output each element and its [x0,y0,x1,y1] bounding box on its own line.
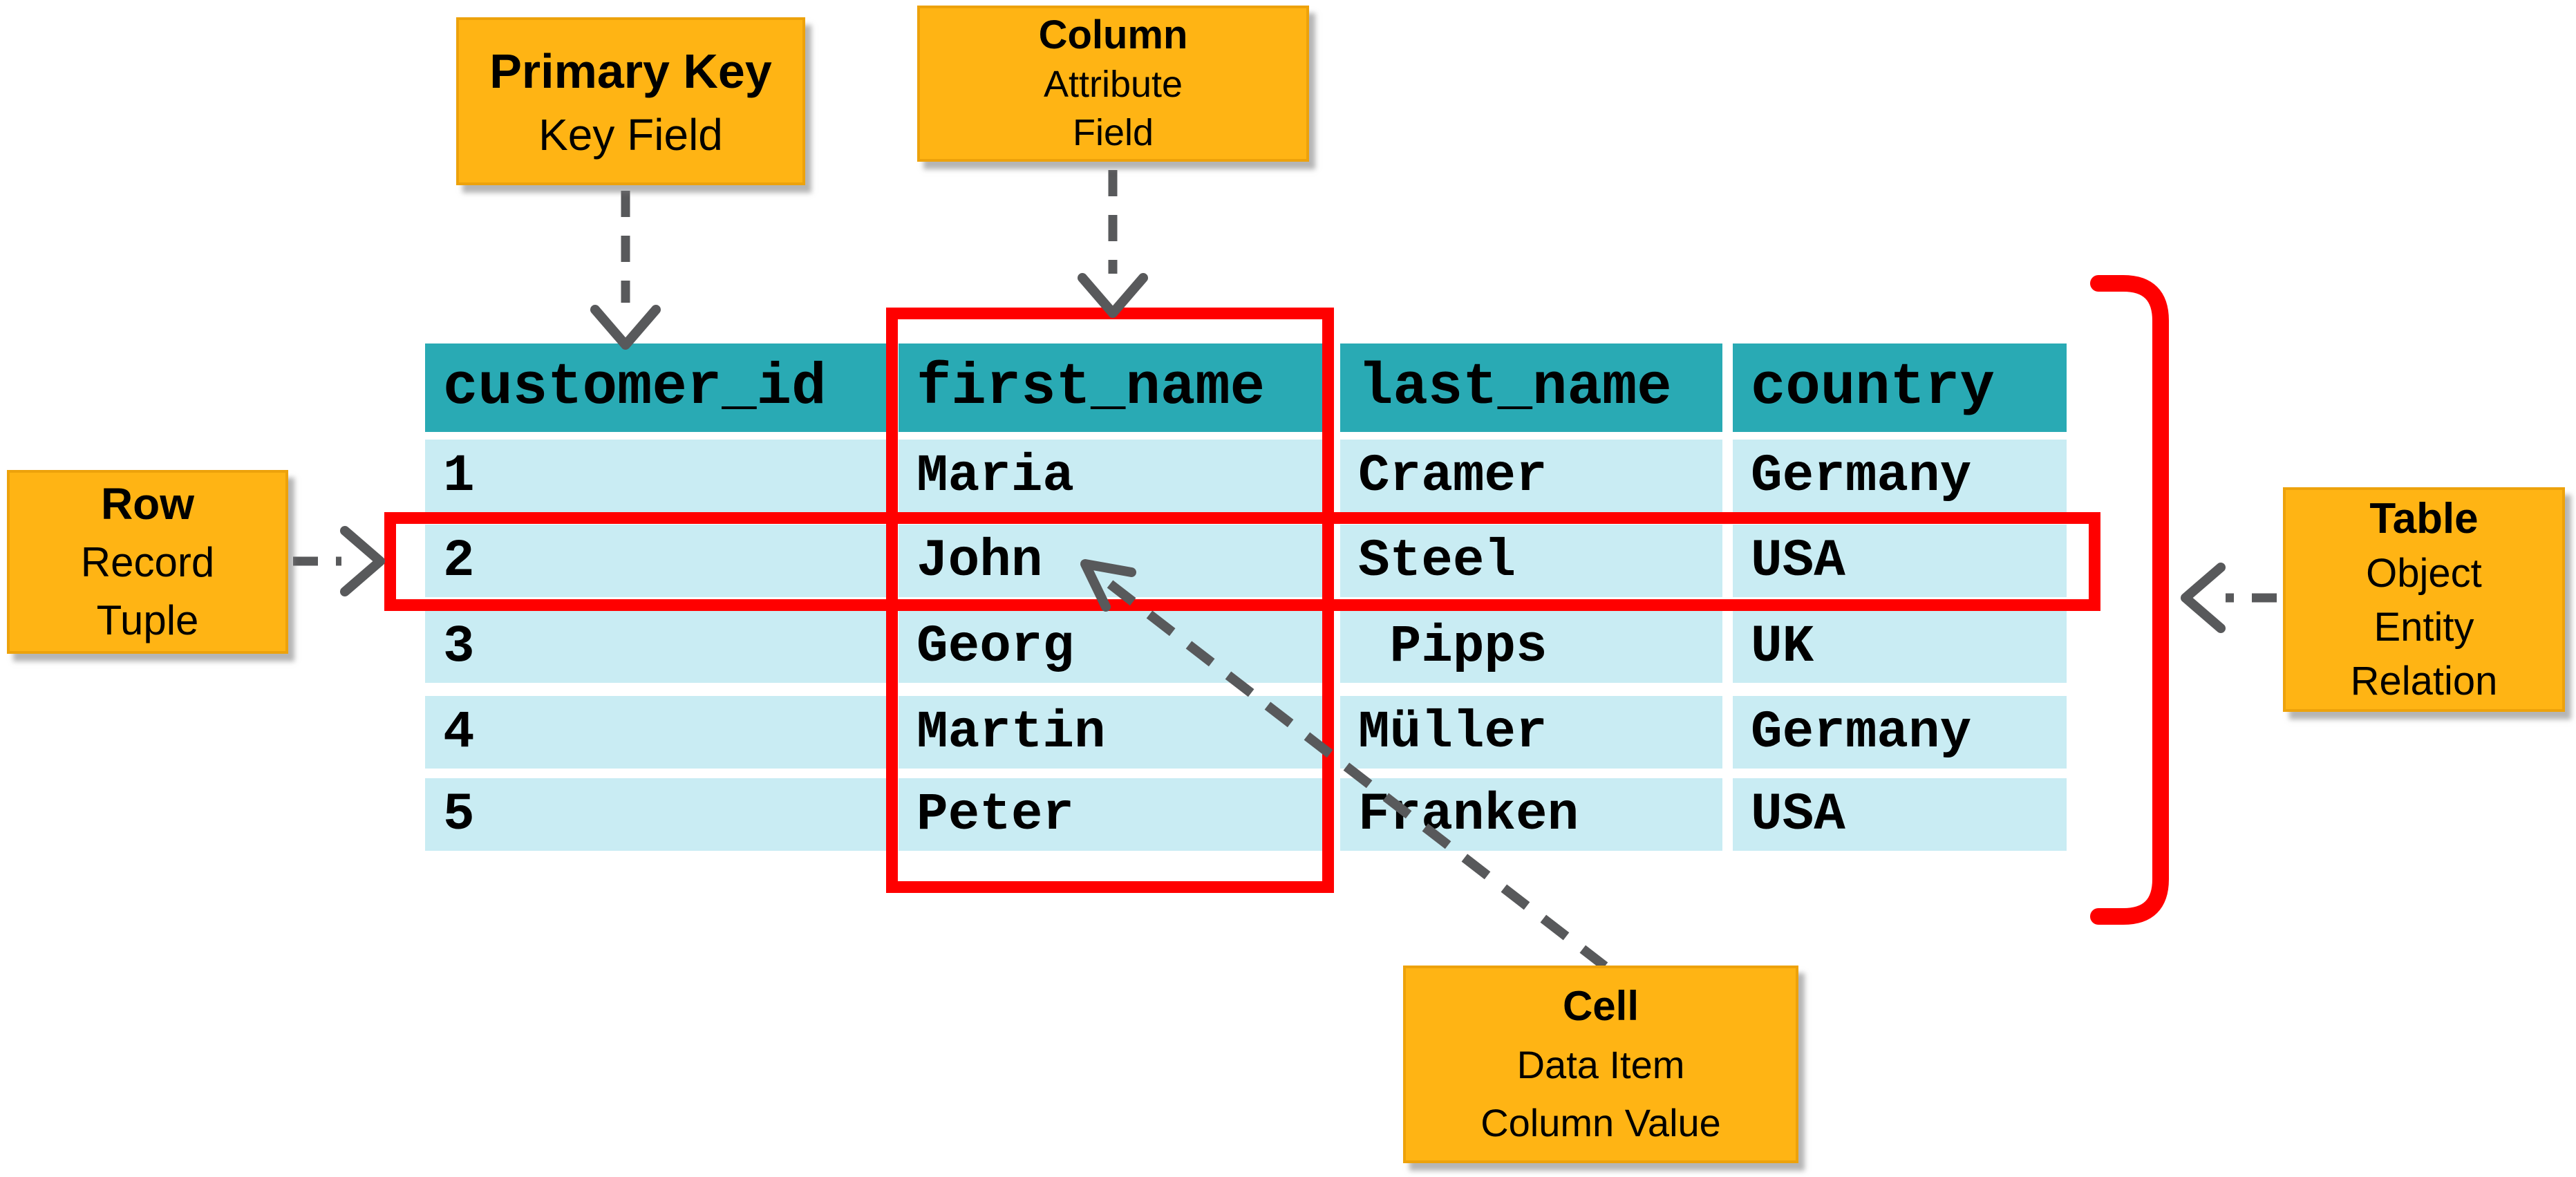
row-note: Row Record Tuple [7,470,288,654]
table-cell: 2 [425,525,890,597]
table-cell: UK [1733,610,2067,683]
column-note-line: Field [1072,112,1154,153]
primary-key-note-title: Primary Key [489,44,772,98]
table-cell: 1 [425,440,890,512]
column-note-title: Column [1038,12,1188,57]
table-cell: Peter [899,778,1332,851]
primary-key-note-line: Key Field [538,109,723,160]
table-cell: 4 [425,696,890,769]
column-header-last-name: last_name [1340,343,1722,432]
table-cell: Cramer [1340,440,1722,512]
cell-note-line: Column Value [1480,1101,1721,1145]
table-cell: Steel [1340,525,1722,597]
primary-key-arrow [590,191,661,350]
table-cell: USA [1733,778,2067,851]
column-header-first-name: first_name [899,343,1332,432]
column-header-country: country [1733,343,2067,432]
column-arrow [1078,170,1148,318]
table-cell: Müller [1340,696,1722,769]
table-arrow [2181,563,2277,633]
table-cell: Georg [899,610,1332,683]
table-cell: Pipps [1340,610,1722,683]
primary-key-note: Primary Key Key Field [456,17,805,185]
table-cell: Maria [899,440,1332,512]
table-cell: Martin [899,696,1332,769]
table-cell: Germany [1733,440,2067,512]
table-note-line: Relation [2350,658,2498,704]
cell-note: Cell Data Item Column Value [1403,966,1798,1163]
row-note-line: Tuple [96,597,199,643]
column-note: Column Attribute Field [917,6,1309,162]
row-note-title: Row [100,479,195,529]
cell-arrow [1080,559,1608,970]
row-highlight-outline [384,512,2100,611]
table-note-line: Entity [2373,604,2474,650]
table-note-title: Table [2369,494,2479,543]
table-cell-john: John [899,525,1332,597]
table-cell: 5 [425,778,890,851]
row-arrow [293,526,385,596]
column-note-line: Attribute [1043,64,1183,105]
table-note-line: Object [2366,550,2482,596]
cell-note-title: Cell [1562,983,1639,1029]
table-note: Table Object Entity Relation [2283,487,2565,712]
table-bracket [2090,275,2169,925]
table-cell: 3 [425,610,890,683]
row-note-line: Record [80,539,215,585]
cell-note-line: Data Item [1516,1043,1685,1086]
column-header-customer-id: customer_id [425,343,890,432]
table-cell: USA [1733,525,2067,597]
table-cell: Germany [1733,696,2067,769]
